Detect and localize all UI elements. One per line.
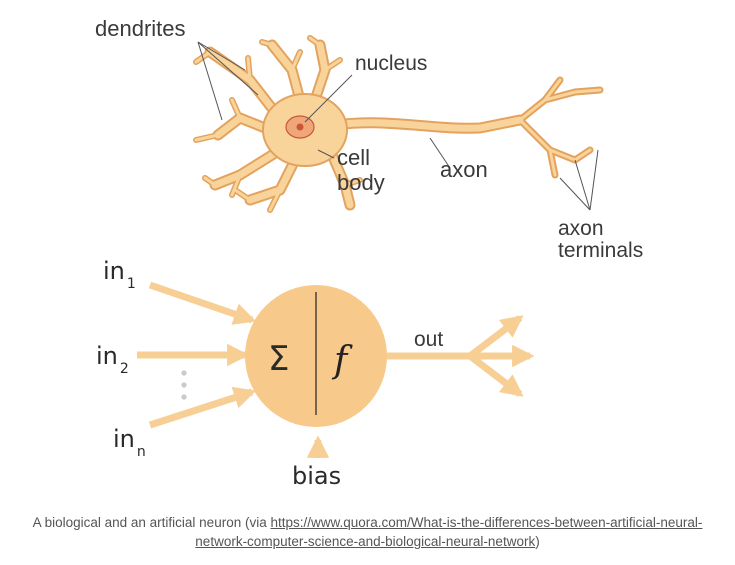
label-bias: bias [292, 462, 341, 490]
caption-prefix: A biological and an artificial neuron (v… [32, 515, 271, 530]
label-axon: axon [440, 157, 488, 182]
ellipsis-dots [181, 370, 187, 400]
label-cell: cell [337, 145, 370, 170]
input-arrows [137, 281, 330, 458]
output-arrows [387, 315, 535, 397]
label-axon-terminals-line2: terminals [558, 239, 643, 262]
label-nucleus: nucleus [355, 52, 427, 75]
label-out: out [414, 328, 443, 351]
label-pointers [197, 41, 599, 211]
label-dendrites: dendrites [95, 16, 186, 41]
figure-caption: A biological and an artificial neuron (v… [20, 513, 715, 551]
arrow-in-1 [148, 281, 257, 325]
label-body: body [337, 170, 385, 195]
caption-suffix: ) [535, 534, 540, 549]
caption-source-link[interactable]: https://www.quora.com/What-is-the-differ… [195, 515, 703, 549]
nucleus-dot [296, 123, 304, 131]
biological-neuron: dendrites nucleus cell body axon axon te… [95, 16, 643, 262]
label-axon-terminals-line1: axon [558, 217, 604, 240]
arrow-in-n [148, 386, 257, 429]
label-sum: Σ [268, 339, 289, 379]
